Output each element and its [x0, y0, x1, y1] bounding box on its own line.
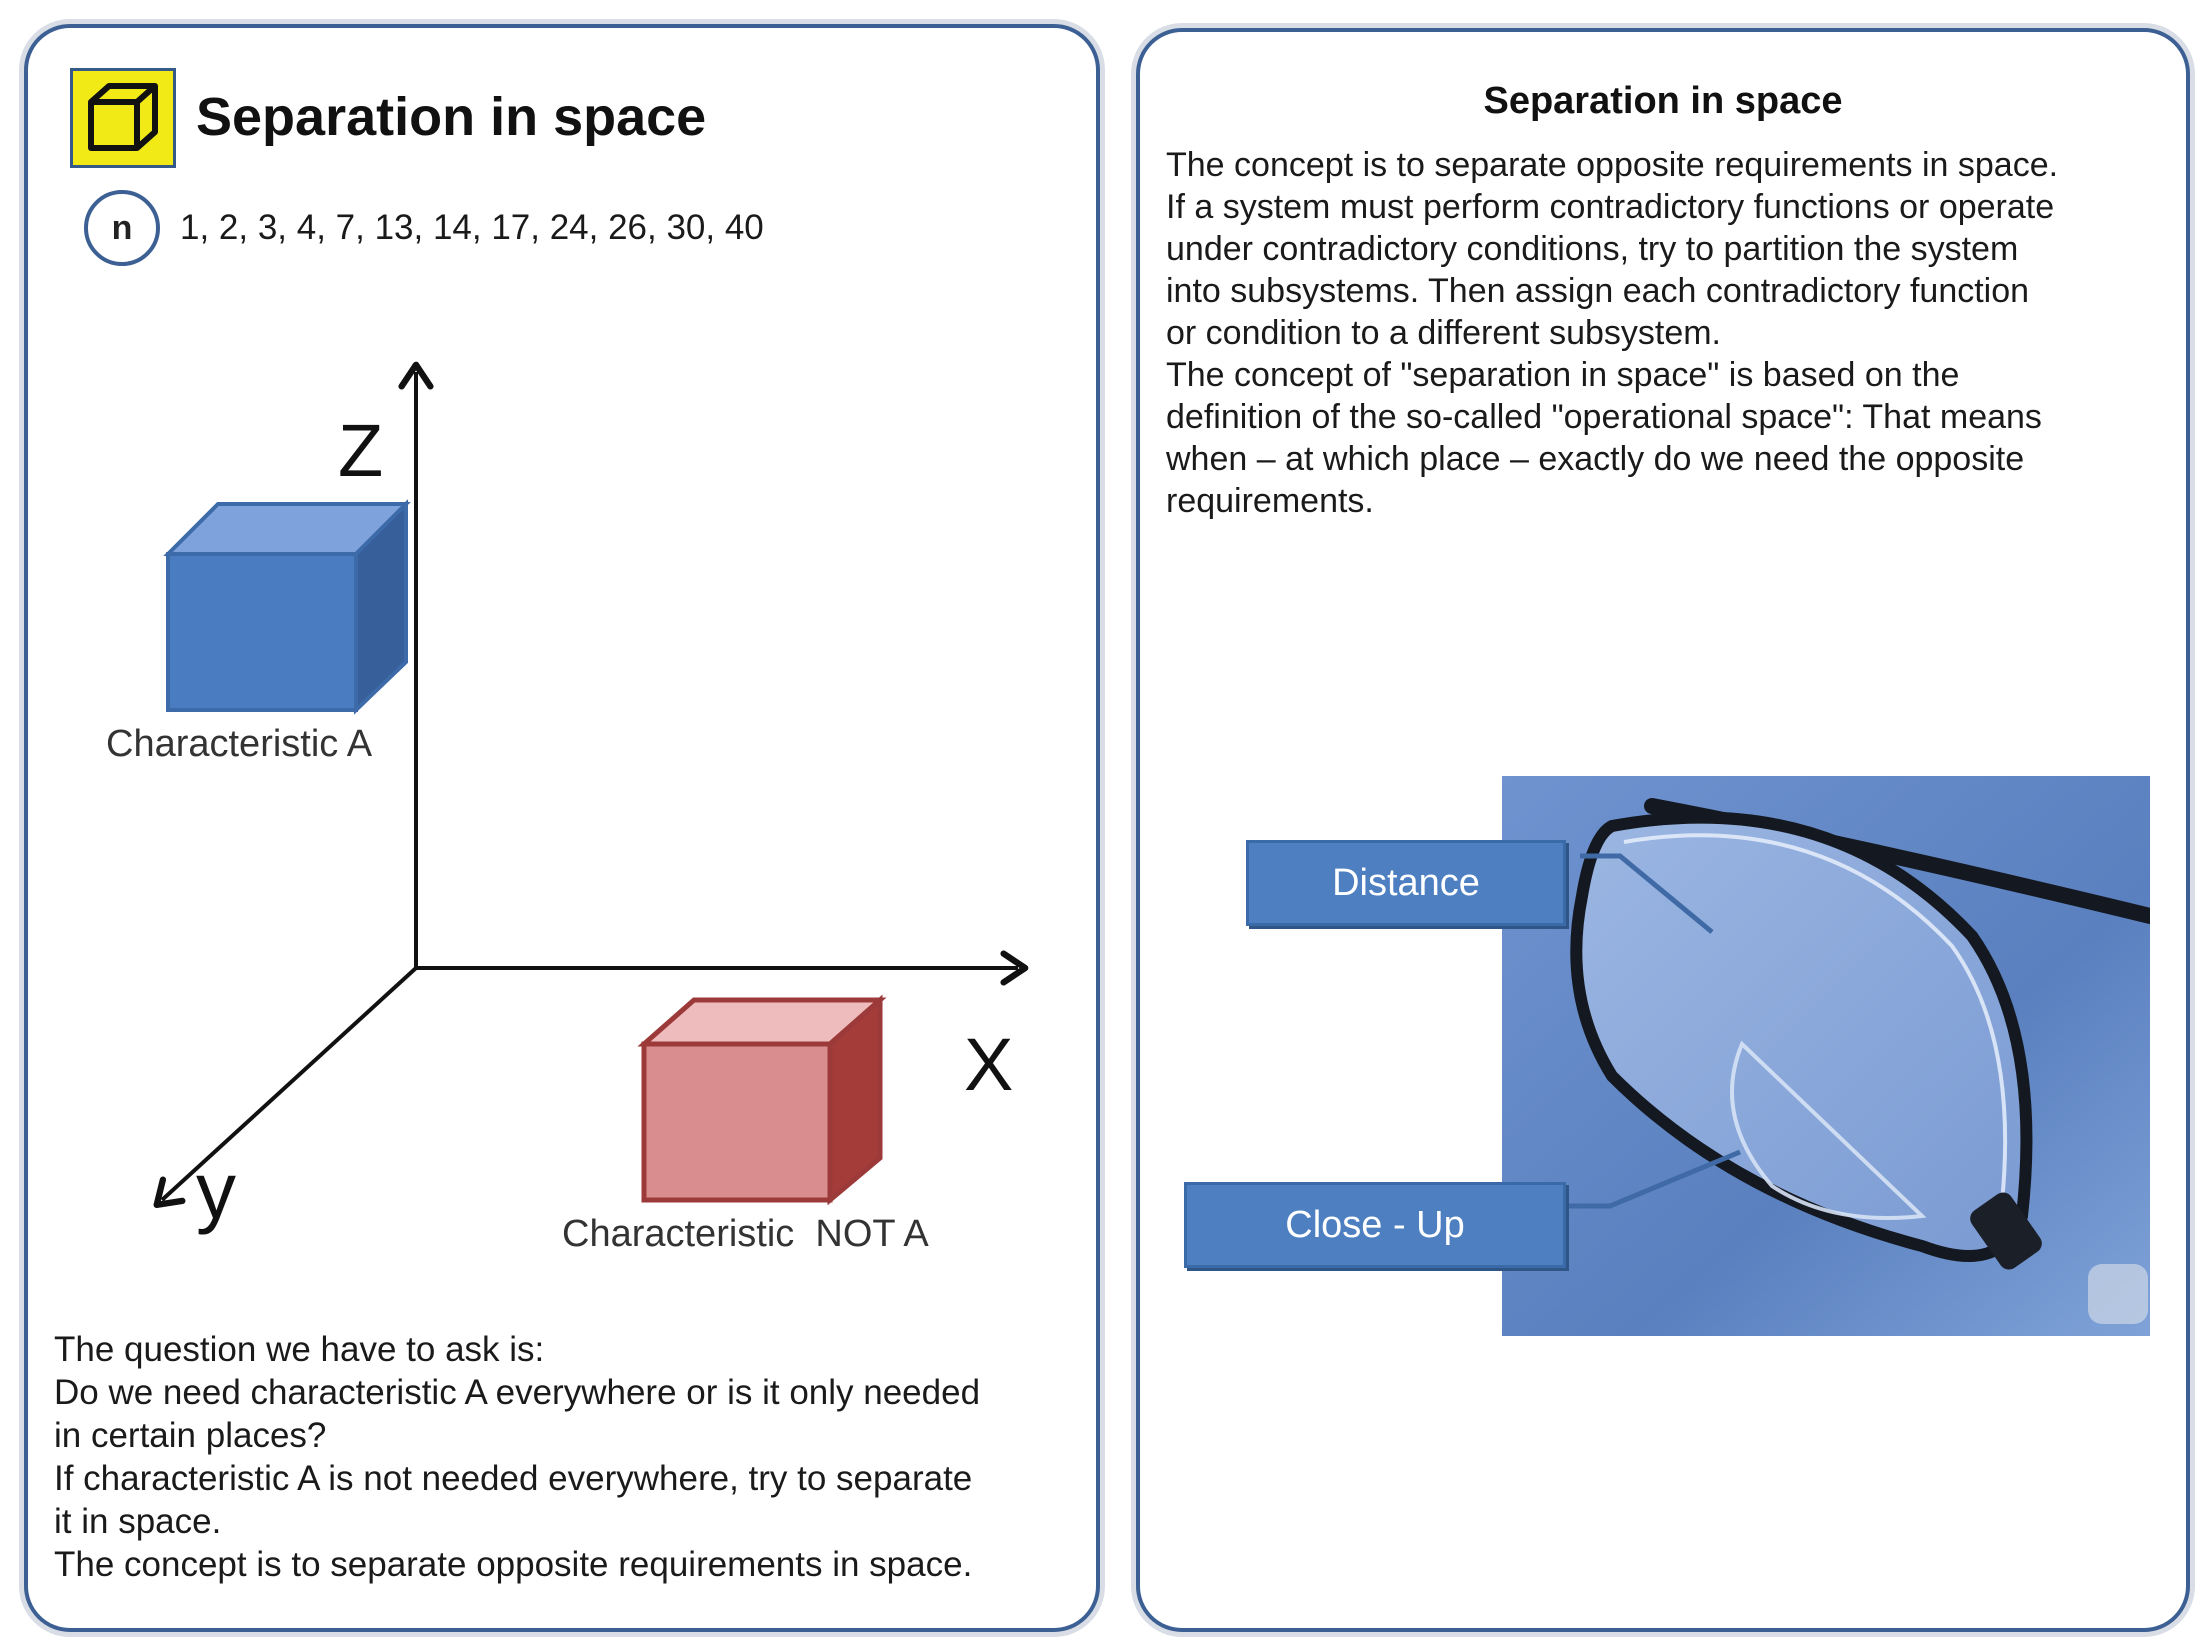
cube-a-label: Characteristic A	[106, 723, 373, 765]
right-body-line: into subsystems. Then assign each contra…	[1166, 272, 2030, 310]
z-axis-label: Z	[338, 409, 383, 492]
glasses-illustration	[1502, 776, 2150, 1336]
right-body-line: If a system must perform contradictory f…	[1166, 188, 2055, 226]
right-body-line: under contradictory conditions, try to p…	[1166, 230, 2019, 268]
distance-label: Distance	[1246, 840, 1566, 926]
left-body-line: The question we have to ask is:	[54, 1330, 545, 1369]
y-axis	[153, 966, 418, 1209]
right-card-title: Separation in space	[1483, 80, 1843, 122]
right-body-line: The concept is to separate opposite requ…	[1166, 146, 2059, 184]
left-card: Separation in space n 1, 2, 3, 4, 7, 13,…	[24, 24, 1100, 1632]
right-card: Separation in space The concept is to se…	[1136, 28, 2190, 1632]
right-body-line: definition of the so-called "operational…	[1166, 398, 2042, 436]
left-body-line: The concept is to separate opposite requ…	[54, 1545, 973, 1584]
right-body-line: requirements.	[1166, 482, 1374, 520]
left-card-body: The question we have to ask is: Do we ne…	[54, 1328, 1084, 1586]
separation-axes-diagram: Z X y Characteristic A Characteristic NO…	[106, 361, 1029, 1255]
right-card-body: The concept is to separate opposite requ…	[1166, 144, 2176, 522]
left-card-title: Separation in space	[196, 87, 707, 147]
left-body-line: If characteristic A is not needed everyw…	[54, 1459, 973, 1498]
cube-characteristic-a	[163, 499, 411, 715]
cube-badge	[70, 68, 176, 168]
left-body-line: it in space.	[54, 1502, 222, 1541]
principle-numbers: 1, 2, 3, 4, 7, 13, 14, 17, 24, 26, 30, 4…	[180, 208, 764, 247]
right-body-line: when – at which place – exactly do we ne…	[1166, 440, 2025, 478]
x-axis-label: X	[964, 1023, 1013, 1106]
bifocal-glasses-photo	[1502, 776, 2150, 1336]
right-body-line: or condition to a different subsystem.	[1166, 314, 1722, 352]
cube-characteristic-not-a	[637, 994, 887, 1206]
right-body-line: The concept of "separation in space" is …	[1166, 356, 1960, 394]
principle-badge: n	[84, 190, 160, 266]
cube-icon	[88, 83, 158, 151]
left-body-line: in certain places?	[54, 1416, 327, 1455]
close-up-label: Close - Up	[1184, 1182, 1566, 1268]
y-axis-label: y	[196, 1146, 236, 1235]
cube-not-a-label: Characteristic NOT A	[562, 1213, 929, 1255]
left-body-line: Do we need characteristic A everywhere o…	[54, 1373, 981, 1412]
